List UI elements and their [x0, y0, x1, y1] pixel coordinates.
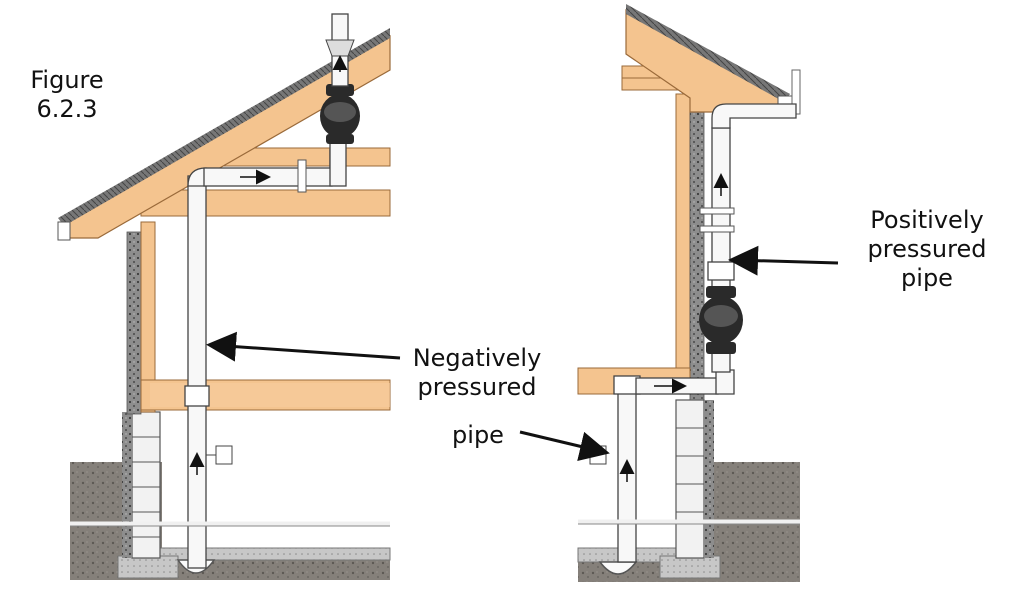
positive-label-line2: pressured [867, 235, 987, 263]
positive-label-line3: pipe [901, 264, 953, 292]
left-wall-stud [140, 221, 156, 413]
left-manometer [215, 445, 233, 465]
figure-label-line2: 6.2.3 [36, 95, 98, 123]
positive-label-line1: Positively [870, 206, 984, 234]
negative-pipe-arrow-2 [519, 430, 610, 462]
right-wall-stud [675, 93, 691, 371]
positive-pipe-arrow [728, 245, 839, 276]
left-brick-wall [126, 231, 142, 415]
right-brick-wall [689, 105, 705, 401]
negative-pipe-label: pipe [438, 421, 518, 450]
left-gutter [57, 221, 71, 241]
left-roof-shingles [58, 28, 390, 226]
left-vertical-pipe [187, 175, 207, 569]
left-footing [117, 555, 179, 579]
positive-pressure-label: Positively pressured pipe [852, 206, 1002, 293]
figure-label: Figure 6.2.3 [24, 66, 110, 124]
left-ceiling-joist [140, 189, 391, 217]
right-foundation-blocks [675, 399, 714, 559]
negative-label-line1: Negatively [412, 344, 542, 372]
right-footing [659, 555, 721, 579]
left-radon-fan [320, 84, 360, 144]
figure-label-line1: Figure [30, 66, 104, 94]
negative-label-line2: pressured [417, 373, 537, 401]
right-house [577, 4, 801, 582]
negative-pipe-arrow [206, 331, 401, 362]
right-radon-fan [699, 286, 743, 354]
negative-label-line3: pipe [452, 421, 504, 449]
left-house [57, 13, 391, 580]
negative-pressure-label: Negatively pressured [402, 344, 552, 402]
left-foundation-blocks [122, 411, 161, 559]
right-roof-shingles [626, 4, 790, 102]
